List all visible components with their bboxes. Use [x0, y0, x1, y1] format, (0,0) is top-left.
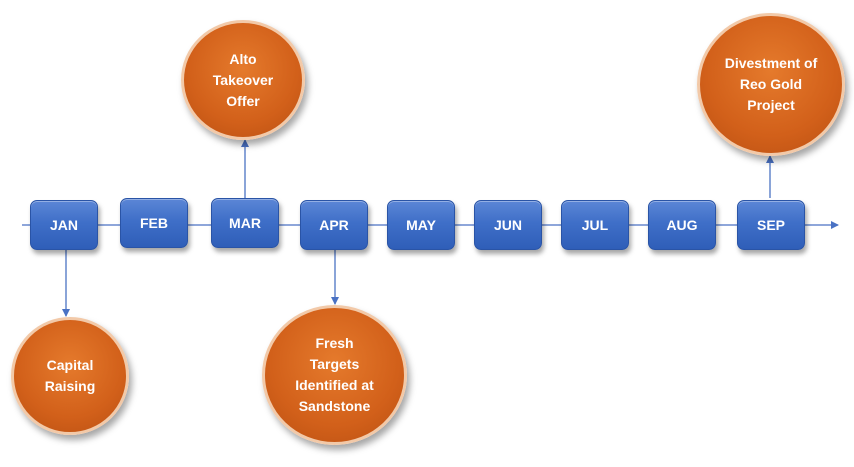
month-label: SEP [756, 217, 785, 233]
month-box-mar: MAR [211, 198, 279, 248]
month-box-feb: FEB [120, 198, 188, 248]
month-label: JAN [49, 217, 78, 233]
event-circle-fresh-targets: Fresh Targets Identified at Sandstone [262, 305, 407, 445]
event-label: Capital Raising [44, 357, 96, 394]
month-label: MAR [229, 215, 261, 231]
event-label: Alto Takeover Offer [212, 50, 274, 109]
event-circle-capital-raising: Capital Raising [11, 317, 129, 435]
month-label: APR [319, 217, 349, 233]
event-label: Divestment of Reo Gold Project [724, 55, 818, 113]
month-box-jan: JAN [30, 200, 98, 250]
month-box-apr: APR [300, 200, 368, 250]
month-box-aug: AUG [648, 200, 716, 250]
month-box-may: MAY [387, 200, 455, 250]
month-box-sep: SEP [737, 200, 805, 250]
month-box-jun: JUN [474, 200, 542, 250]
month-box-jul: JUL [561, 200, 629, 250]
event-circle-divestment-reo-gold: Divestment of Reo Gold Project [697, 13, 845, 156]
month-label: JUN [493, 217, 522, 233]
month-label: JUL [581, 217, 609, 233]
month-label: MAY [406, 217, 436, 233]
event-label: Fresh Targets Identified at Sandstone [295, 335, 374, 414]
month-label: AUG [666, 217, 698, 233]
month-label: FEB [140, 215, 168, 231]
event-circle-alto-takeover-offer: Alto Takeover Offer [181, 20, 305, 140]
